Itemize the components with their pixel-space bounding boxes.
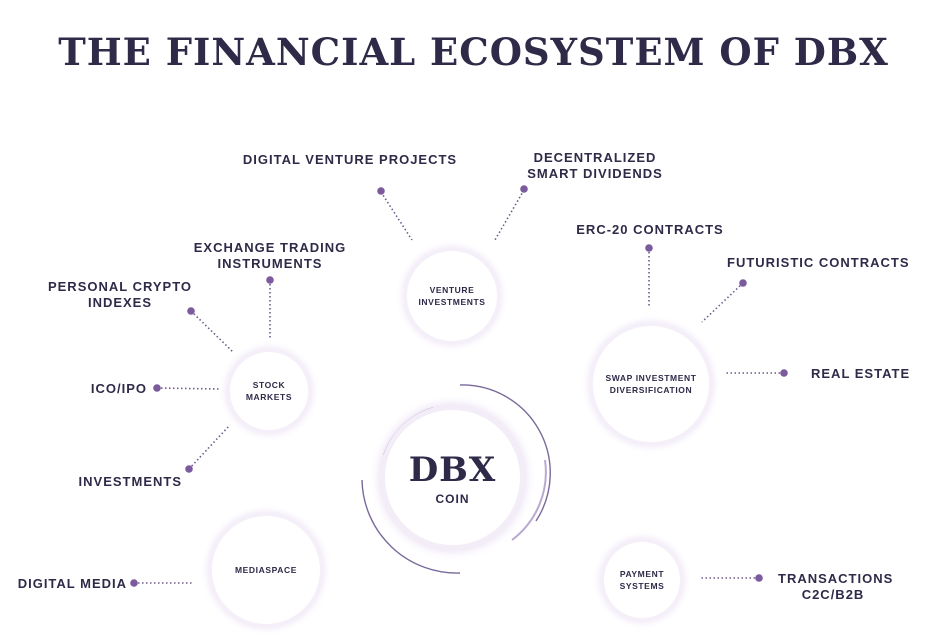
connector-futuristic — [701, 282, 744, 323]
dot-transactions — [755, 574, 763, 582]
connector-decentralized — [494, 189, 525, 241]
dot-digital-media — [130, 579, 138, 587]
label-ico-ipo: ICO/IPO — [90, 381, 147, 396]
hub-payment-label: PAYMENT SYSTEMS — [619, 569, 665, 591]
label-futuristic-contracts: FUTURISTIC CONTRACTS — [727, 255, 910, 270]
center-ring-arcs — [361, 384, 551, 574]
dot-digital-venture — [377, 187, 385, 195]
label-personal-crypto-indexes: PERSONAL CRYPTO INDEXES — [47, 279, 193, 310]
dot-real-estate — [780, 369, 788, 377]
dot-ico — [153, 384, 161, 392]
connector-ico — [156, 387, 220, 390]
hub-stock-markets: STOCK MARKETS — [230, 352, 308, 430]
dot-futuristic — [739, 279, 747, 287]
coin-subtitle: COIN — [435, 491, 470, 506]
hub-payment-systems: PAYMENT SYSTEMS — [604, 542, 680, 618]
hub-media-label: MEDIASPACE — [234, 565, 298, 575]
connector-investments — [188, 425, 230, 470]
label-investments: INVESTMENTS — [78, 474, 182, 489]
label-real-estate: REAL ESTATE — [811, 366, 911, 381]
dot-exchange — [266, 276, 274, 284]
hub-swap-investment: SWAP INVESTMENT DIVERSIFICATION — [593, 326, 709, 442]
ring-arc-outer-right — [459, 384, 551, 522]
label-decentralized-smart-dividends: DECENTRALIZED SMART DIVIDENDS — [527, 150, 663, 181]
diagram-title: THE FINANCIAL ECOSYSTEM OF DBX — [58, 30, 889, 74]
dot-investments — [185, 465, 193, 473]
center-dbx-coin: DBX COIN — [385, 410, 520, 545]
dot-personal-crypto — [187, 307, 195, 315]
dot-erc20 — [645, 244, 653, 252]
ring-arc-outer-left — [361, 479, 461, 574]
hub-venture-investments: VENTURE INVESTMENTS — [407, 251, 497, 341]
hub-swap-label: SWAP INVESTMENT DIVERSIFICATION — [605, 373, 697, 395]
hub-mediaspace: MEDIASPACE — [212, 516, 320, 624]
ring-arc-inner-right — [511, 459, 547, 541]
connector-personal-crypto — [190, 310, 234, 353]
label-exchange-trading-instruments: EXCHANGE TRADING INSTRUMENTS — [193, 240, 347, 271]
connector-digital-venture — [380, 191, 413, 241]
label-digital-venture-projects: DIGITAL VENTURE PROJECTS — [242, 152, 458, 167]
hub-stock-label: STOCK MARKETS — [245, 380, 293, 402]
ring-arc-inner-left — [383, 407, 434, 456]
hub-venture-label: VENTURE INVESTMENTS — [418, 285, 486, 307]
label-transactions: TRANSACTIONS C2C/B2B — [778, 571, 894, 602]
label-digital-media: DIGITAL MEDIA — [17, 576, 127, 591]
coin-title: DBX — [408, 449, 497, 490]
label-erc20-contracts: ERC-20 CONTRACTS — [576, 222, 724, 237]
dot-decentralized — [520, 185, 528, 193]
